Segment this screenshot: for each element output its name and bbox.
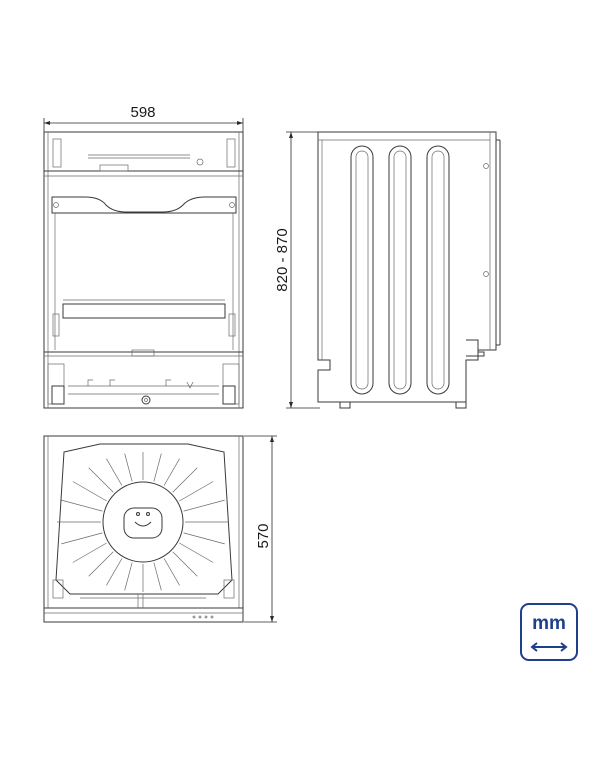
height-dimension: 820 - 870 <box>274 131 320 409</box>
front-outline <box>43 131 244 409</box>
radial-rib <box>163 458 180 486</box>
door-handle-recess <box>62 303 226 319</box>
top-front-strip <box>43 607 244 623</box>
radial-rib <box>172 467 198 493</box>
top-view: 570 <box>43 435 277 623</box>
height-label: 820 - 870 <box>274 228 291 291</box>
radial-rib <box>61 532 103 545</box>
tub-floor <box>55 443 233 595</box>
radial-rib <box>72 542 107 563</box>
unit-badge-label: mm <box>532 613 566 634</box>
radial-rib <box>163 558 180 586</box>
radial-rib <box>124 562 133 591</box>
radial-rib <box>72 481 107 502</box>
radial-rib <box>179 481 214 502</box>
side-outline <box>317 131 497 403</box>
radial-rib <box>172 551 198 577</box>
depth-dimension: 570 <box>244 435 277 623</box>
radial-rib <box>106 558 123 586</box>
radial-rib <box>124 453 133 482</box>
radial-rib <box>106 458 123 486</box>
width-dimension: 598 <box>43 104 244 132</box>
sump-cover <box>102 481 184 563</box>
radial-rib <box>183 532 225 545</box>
radial-rib <box>153 562 162 591</box>
radial-rib <box>183 499 225 512</box>
unit-badge: mm <box>520 603 578 661</box>
depth-label: 570 <box>255 523 272 548</box>
side-view: 820 - 870 <box>274 131 501 409</box>
radial-rib <box>88 551 114 577</box>
radial-rib <box>88 467 114 493</box>
tub-radial-ribs <box>57 452 229 592</box>
mounting-bracket <box>51 196 237 214</box>
radial-rib <box>179 542 214 563</box>
width-label: 598 <box>130 104 155 121</box>
radial-rib <box>153 453 162 482</box>
radial-rib <box>61 499 103 512</box>
front-view: 598 <box>43 104 244 409</box>
double-arrow-icon <box>530 642 568 652</box>
side-panel-ribs <box>350 145 450 395</box>
